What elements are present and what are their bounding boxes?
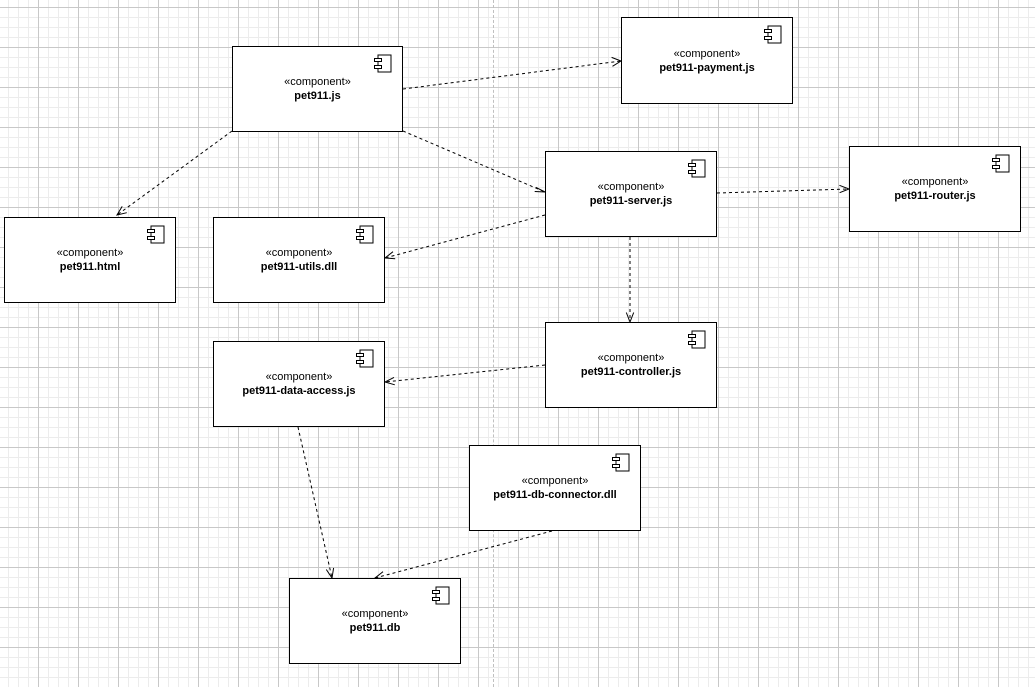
component-pet911-db[interactable]: «component» pet911.db [289,578,461,664]
component-icon [764,25,782,44]
dependency-pet911-server-js-to-pet911-utils-dll[interactable] [383,214,546,260]
component-icon [147,225,165,244]
component-pet911-utils-dll[interactable]: «component» pet911-utils.dll [213,217,385,303]
component-stereotype: «component» [597,181,665,193]
component-name: pet911-controller.js [580,366,682,378]
component-stereotype: «component» [265,247,333,259]
component-icon [374,54,392,73]
component-icon [356,349,374,368]
component-icon [992,154,1010,173]
component-stereotype: «component» [56,247,124,259]
component-icon [432,586,450,605]
dependency-pet911-controller-js-to-pet911-data-access-js[interactable] [383,364,546,386]
dependency-pet911-js-to-pet911-server-js[interactable] [402,130,546,193]
dependency-pet911-data-access-js-to-pet911-db[interactable] [297,426,335,580]
component-pet911-db-connector-dll[interactable]: «component» pet911-db-connector.dll [469,445,641,531]
dependency-pet911-server-js-to-pet911-router-js[interactable] [716,184,851,194]
page-divider [493,0,494,687]
dependency-pet911-js-to-pet911-html[interactable] [115,130,233,216]
component-stereotype: «component» [265,371,333,383]
component-name: pet911-router.js [894,190,976,202]
component-name: pet911-data-access.js [242,385,356,397]
component-name: pet911.html [59,261,121,273]
component-stereotype: «component» [521,475,589,487]
dependency-pet911-db-connector-dll-to-pet911-db[interactable] [373,530,553,580]
component-name: pet911-payment.js [659,61,755,74]
component-stereotype: «component» [597,352,665,364]
component-stereotype: «component» [341,608,409,620]
component-name: pet911-server.js [589,195,673,207]
component-pet911-payment-js[interactable]: «component» pet911-payment.js [621,17,793,104]
component-stereotype: «component» [901,176,969,188]
dependency-pet911-server-js-to-pet911-controller-js[interactable] [625,237,635,324]
component-pet911-server-js[interactable]: «component» pet911-server.js [545,151,717,237]
component-name: pet911-utils.dll [260,261,338,273]
component-name: pet911.js [294,90,341,102]
component-icon [688,330,706,349]
component-pet911-controller-js[interactable]: «component» pet911-controller.js [545,322,717,408]
component-icon [356,225,374,244]
component-name: pet911-db-connector.dll [493,489,617,501]
component-icon [612,453,630,472]
component-pet911-js[interactable]: «component» pet911.js [232,46,403,132]
component-pet911-html[interactable]: «component» pet911.html [4,217,176,303]
component-name: pet911.db [349,622,401,634]
component-pet911-data-access-js[interactable]: «component» pet911-data-access.js [213,341,385,427]
dependency-pet911-js-to-pet911-payment-js[interactable] [402,56,623,90]
component-pet911-router-js[interactable]: «component» pet911-router.js [849,146,1021,232]
component-icon [688,159,706,178]
component-stereotype: «component» [284,76,351,88]
component-stereotype: «component» [673,47,741,60]
